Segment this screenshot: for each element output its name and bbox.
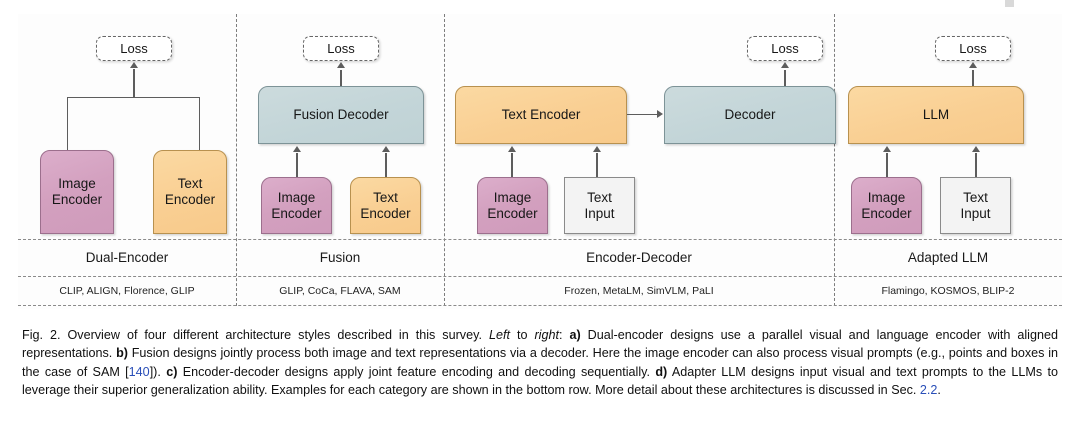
caption-s8: Adapter LLM designs input visual and tex…: [22, 364, 1058, 398]
panel2-examples-label: GLIP, CoCa, FLAVA, SAM: [279, 285, 401, 297]
caption-s6: ]).: [149, 364, 167, 379]
panel3-textinput-arrowhead: [592, 146, 601, 152]
figure-caption: Fig. 2. Overview of four different archi…: [22, 326, 1058, 400]
panel2-loss-stem: [340, 70, 342, 86]
panel2-loss-node: Loss: [303, 36, 379, 61]
panel4-loss-arrowhead: [968, 62, 977, 68]
panel4-image-encoder-node: Image Encoder: [851, 177, 922, 234]
caption-marker-a: a): [569, 328, 581, 342]
panel2-image-arrowhead: [292, 146, 301, 152]
caption-marker-d: d): [655, 364, 668, 379]
panel2-image-encoder-node: Image Encoder: [261, 177, 332, 234]
rule-top-category: [18, 239, 1062, 240]
panel3-loss-arrowhead: [780, 62, 789, 68]
panel2-fusion-decoder-node: Fusion Decoder: [258, 86, 424, 144]
caption-s1: Overview of four different architecture …: [60, 328, 489, 342]
rule-bottom-examples: [18, 305, 1062, 306]
panel4-image-arrowhead: [882, 146, 891, 152]
panel1-bridge: [67, 97, 200, 99]
panel3-category-label: Encoder-Decoder: [586, 250, 692, 265]
panel3-encoder-decoder-arrowhead: [657, 109, 663, 118]
caption-s3: :: [558, 328, 570, 342]
panel3-text-encoder-node: Text Encoder: [455, 86, 627, 144]
panel3-decoder-node: Decoder: [664, 86, 836, 144]
panel4-examples-label: Flamingo, KOSMOS, BLIP-2: [881, 285, 1015, 297]
panel1-examples-label: CLIP, ALIGN, Florence, GLIP: [59, 285, 195, 297]
caption-s2: to: [509, 328, 535, 342]
panel2-category-label: Fusion: [319, 250, 361, 265]
caption-marker-b: b): [116, 346, 128, 361]
panel2-image-arrow-stem: [296, 153, 298, 178]
panel3-encoder-decoder-link: [627, 114, 658, 116]
caption-reference-sec-2-2[interactable]: 2.2: [919, 383, 938, 398]
panel3-image-arrow-stem: [511, 153, 513, 178]
figure-architecture-styles: Loss Image Encoder Text Encoder Dual-Enc…: [18, 14, 1062, 309]
panel2-loss-arrowhead: [336, 62, 345, 68]
panel4-loss-stem: [972, 70, 974, 86]
column-divider-2: [444, 14, 445, 306]
panel1-loss-node: Loss: [96, 36, 172, 61]
caption-s9: .: [937, 383, 941, 398]
panel1-image-encoder-node: Image Encoder: [40, 150, 114, 234]
column-divider-3: [834, 14, 835, 306]
panel3-image-arrowhead: [507, 146, 516, 152]
panel1-bridge-left-drop: [67, 97, 69, 156]
panel4-text-input-node: Text Input: [940, 177, 1011, 234]
panel2-text-arrow-stem: [385, 153, 387, 178]
column-divider-1: [236, 14, 237, 306]
panel3-loss-stem: [784, 70, 786, 86]
panel4-textinput-arrow-stem: [975, 153, 977, 178]
panel3-text-input-node: Text Input: [564, 177, 635, 234]
panel4-loss-node: Loss: [935, 36, 1011, 61]
panel4-llm-node: LLM: [848, 86, 1024, 144]
caption-s5: Fusion designs jointly process both imag…: [22, 346, 1059, 379]
caption-italic-right: right: [534, 328, 559, 342]
rule-mid-category: [18, 276, 1062, 277]
scan-artifact: [1005, 0, 1014, 7]
caption-figure-label: Fig. 2.: [22, 328, 61, 342]
caption-s7: Encoder-decoder designs apply joint feat…: [177, 364, 656, 379]
panel4-textinput-arrowhead: [971, 146, 980, 152]
caption-citation-140[interactable]: 140: [128, 364, 150, 379]
panel2-text-encoder-node: Text Encoder: [350, 177, 421, 234]
panel1-bridge-right-drop: [199, 97, 201, 156]
panel1-category-label: Dual-Encoder: [85, 250, 169, 265]
panel1-loss-arrowhead: [129, 62, 138, 68]
panel4-image-arrow-stem: [886, 153, 888, 178]
panel4-category-label: Adapted LLM: [907, 250, 989, 265]
panel2-text-arrowhead: [381, 146, 390, 152]
caption-italic-left: Left: [488, 328, 510, 342]
caption-marker-c: c): [166, 364, 178, 379]
panel1-loss-stem: [133, 69, 135, 97]
panel3-image-encoder-node: Image Encoder: [477, 177, 548, 234]
caption-s4: Dual-encoder designs use a parallel visu…: [22, 328, 1058, 361]
panel1-text-encoder-node: Text Encoder: [153, 150, 227, 234]
panel3-loss-node: Loss: [747, 36, 823, 61]
panel3-textinput-arrow-stem: [596, 153, 598, 178]
panel3-examples-label: Frozen, MetaLM, SimVLM, PaLI: [564, 285, 714, 297]
